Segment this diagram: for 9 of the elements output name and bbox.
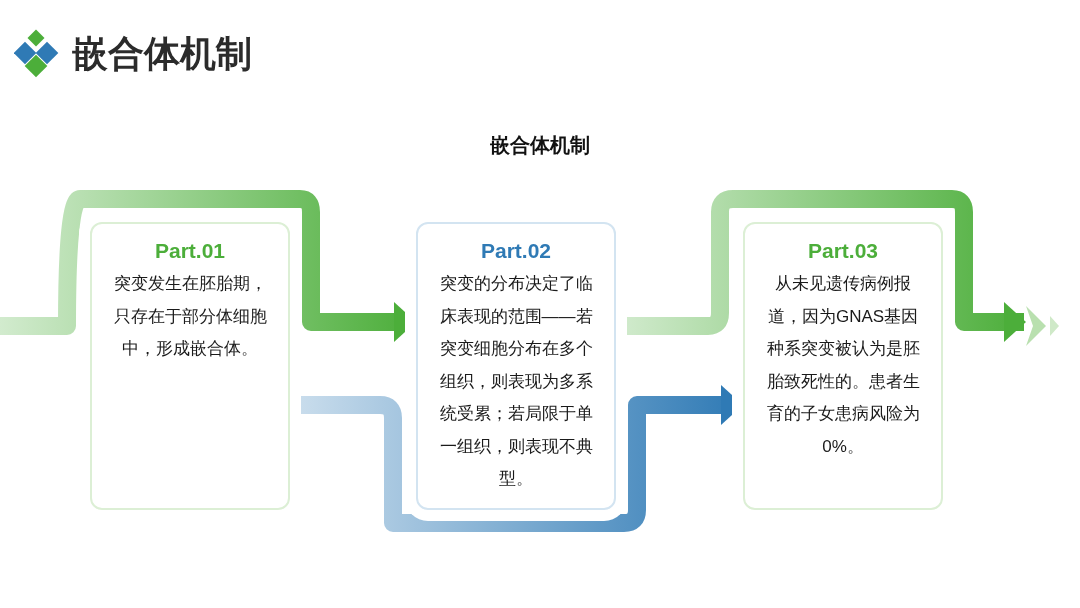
card-text: 突变发生在胚胎期，只存在于部分体细胞中，形成嵌合体。 xyxy=(112,273,268,360)
card-text: 突变的分布决定了临床表现的范围——若突变细胞分布在多个组织，则表现为多系统受累；若局限于单一组织，则表现不典型。 xyxy=(438,273,594,490)
part-heading: Part.02 xyxy=(480,238,551,264)
page-title: 嵌合体机制 xyxy=(72,36,252,72)
diagram-heading: 嵌合体机制 xyxy=(489,133,591,158)
chevron-icon xyxy=(1026,306,1060,346)
part-heading: Part.01 xyxy=(154,238,225,264)
card-text: 从未见遗传病例报道，因为GNAS基因种系突变被认为是胚胎致死性的。患者生育的子女患病风险为0%。 xyxy=(765,273,921,458)
part-heading: Part.03 xyxy=(807,238,878,264)
